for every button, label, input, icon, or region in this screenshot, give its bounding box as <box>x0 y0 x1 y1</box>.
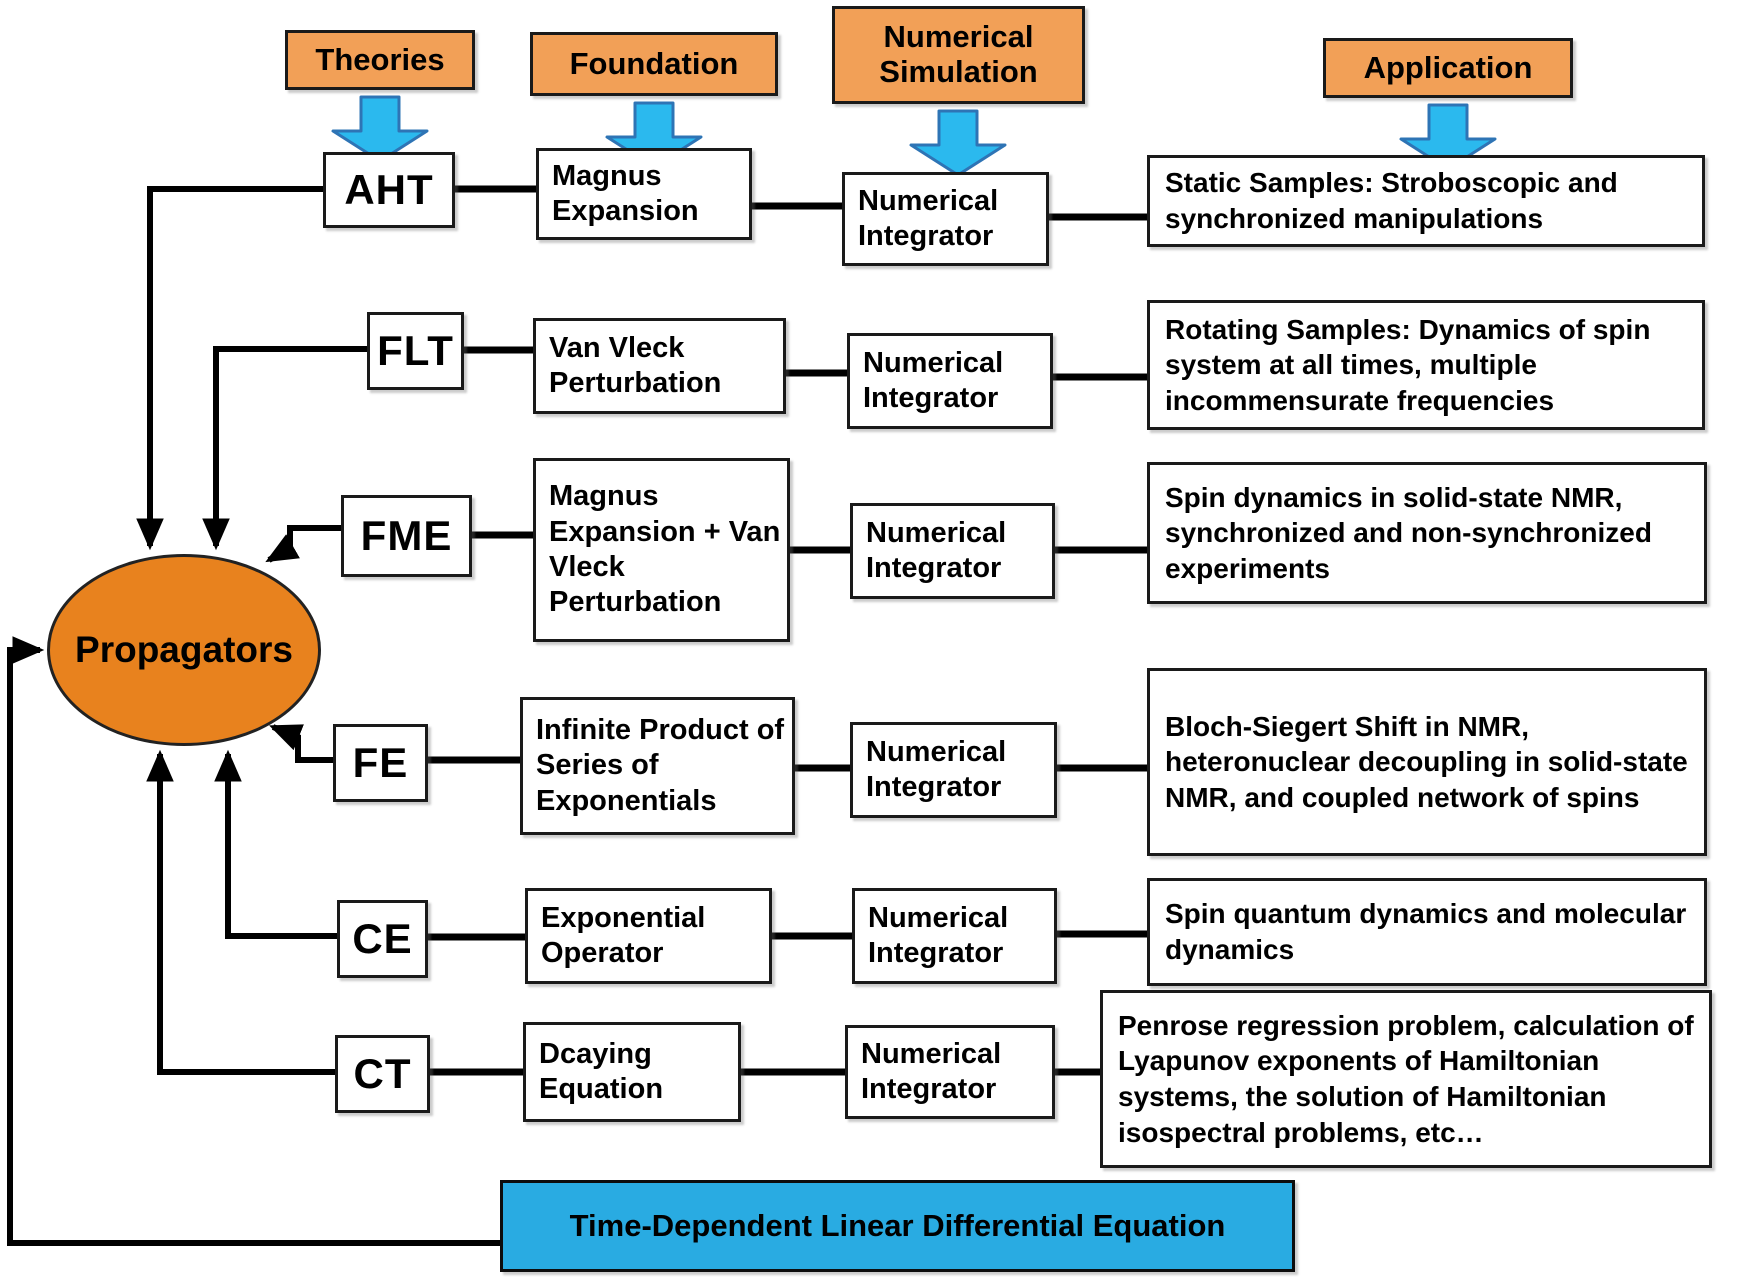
foundation-box-flt: Van Vleck Perturbation <box>533 318 786 414</box>
simulation-box-fme: Numerical Integrator <box>850 503 1055 599</box>
foundation-box-fme: Magnus Expansion + Van Vleck Perturbatio… <box>533 458 790 642</box>
down-arrow-icon <box>331 95 429 163</box>
theory-box-fe: FE <box>333 724 428 802</box>
foundation-box-ct: Dcaying Equation <box>523 1022 741 1122</box>
down-arrow-icon <box>1399 103 1497 171</box>
foundation-box-aht: Magnus Expansion <box>536 148 752 240</box>
simulation-box-ce: Numerical Integrator <box>852 888 1057 984</box>
fme-to-propagators-arrow <box>265 525 341 563</box>
simulation-box-fe: Numerical Integrator <box>850 722 1057 818</box>
fe-to-propagators-arrow <box>269 724 333 763</box>
application-box-fe: Bloch-Siegert Shift in NMR, heteronuclea… <box>1147 668 1707 856</box>
row2-links <box>464 346 1147 381</box>
row4-links <box>428 756 1147 772</box>
simulation-box-ct: Numerical Integrator <box>845 1025 1055 1119</box>
application-box-ct: Penrose regression problem, calculation … <box>1100 990 1712 1168</box>
header-application: Application <box>1323 38 1573 98</box>
application-box-ce: Spin quantum dynamics and molecular dyna… <box>1147 878 1707 986</box>
theory-box-aht: AHT <box>323 152 455 228</box>
row1-links <box>455 185 1147 221</box>
ct-to-propagators-arrow <box>146 749 335 1075</box>
simulation-box-flt: Numerical Integrator <box>847 333 1053 429</box>
application-box-aht: Static Samples: Stroboscopic and synchro… <box>1147 155 1705 247</box>
theory-box-flt: FLT <box>367 312 464 390</box>
foundation-box-fe: Infinite Product of Series of Exponentia… <box>520 697 795 835</box>
row5-links <box>428 930 1147 941</box>
row3-links <box>472 531 1147 554</box>
application-box-flt: Rotating Samples: Dynamics of spin syste… <box>1147 300 1705 430</box>
application-box-fme: Spin dynamics in solid-state NMR, synchr… <box>1147 462 1707 604</box>
theory-box-ct: CT <box>335 1035 430 1113</box>
header-numerical-simulation: Numerical Simulation <box>832 6 1085 104</box>
equation-box: Time-Dependent Linear Differential Equat… <box>500 1180 1295 1272</box>
header-theories: Theories <box>285 30 475 90</box>
theory-box-ce: CE <box>337 900 428 978</box>
foundation-box-ce: Exponential Operator <box>525 888 772 984</box>
theory-box-fme: FME <box>341 495 472 577</box>
ce-to-propagators-arrow <box>214 749 337 939</box>
propagators-ellipse: Propagators <box>47 554 321 746</box>
aht-to-propagators-arrow <box>136 186 323 551</box>
down-arrow-icon <box>909 109 1007 177</box>
equation-to-propagators-arrow <box>7 636 500 1246</box>
simulation-box-aht: Numerical Integrator <box>842 172 1049 266</box>
header-foundation: Foundation <box>530 32 778 96</box>
flt-to-propagators-arrow <box>202 346 367 551</box>
